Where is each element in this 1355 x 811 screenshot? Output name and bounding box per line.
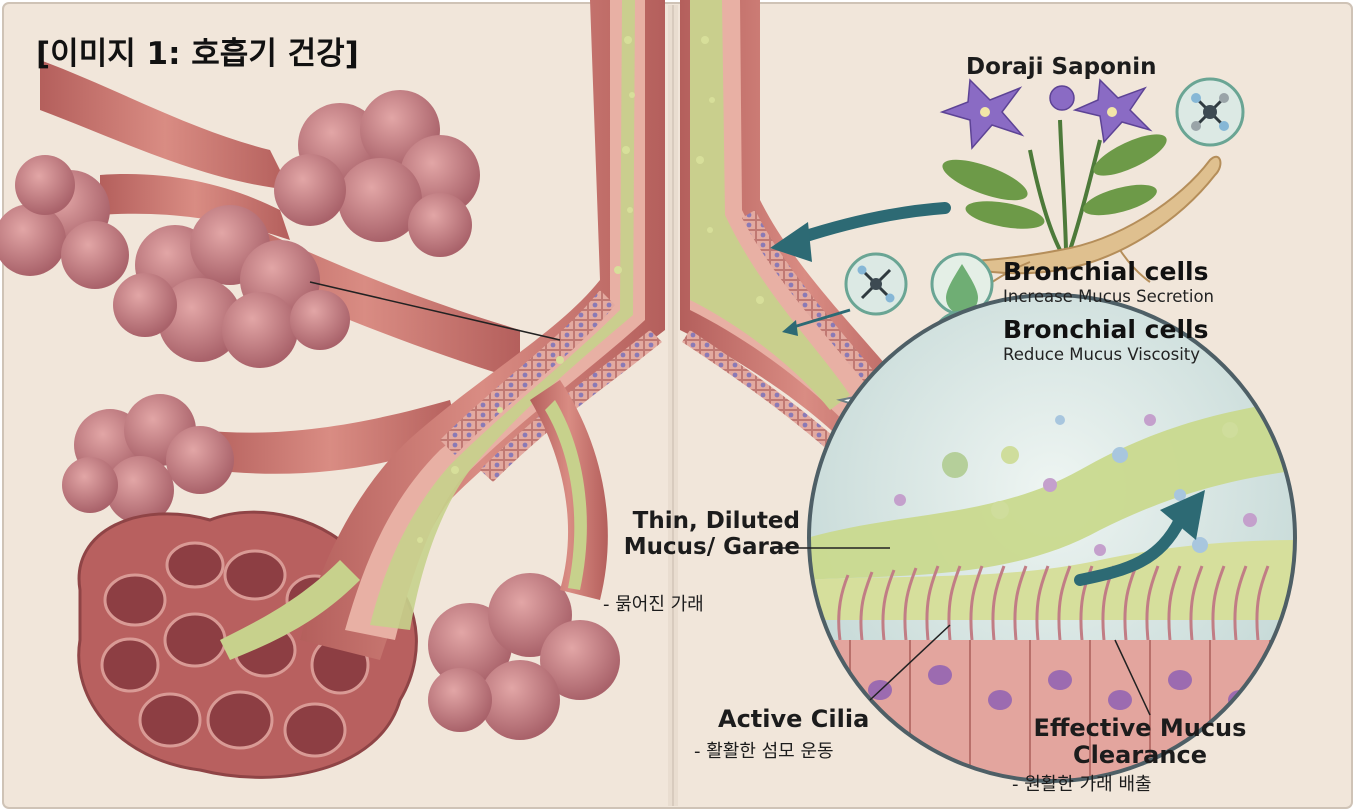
clearance-korean: - 원활한 가래 배출 [1012, 774, 1152, 795]
thin-mucus-korean: - 묽어진 가래 [603, 594, 704, 615]
effect-1-heading: Bronchial cells [1003, 257, 1209, 286]
molecule-icon [844, 252, 908, 316]
curved-arrow-icon [770, 202, 951, 262]
lower-bronchioles [220, 380, 608, 660]
effect-1-detail: Increase Mucus Secretion [1003, 287, 1215, 306]
active-cilia-korean: - 활활한 섬모 운동 [694, 741, 834, 762]
effect-2-detail: Reduce Mucus Viscosity [1003, 345, 1201, 364]
alveoli-pointer-line [309, 281, 561, 341]
molecule-icon [1175, 77, 1245, 147]
page-title: [이미지 1: 호흡기 건강] [36, 36, 359, 72]
alveoli-clusters [0, 90, 620, 740]
clearance-pointer-line [1114, 639, 1151, 716]
active-cilia-label: Active Cilia [718, 705, 870, 733]
thin-mucus-label: Thin, Diluted Mucus/ Garae [623, 508, 800, 560]
clearance-label: Effective Mucus Clearance [1033, 714, 1247, 769]
effect-2-heading: Bronchial cells [1003, 315, 1209, 344]
right-bronchus [680, 0, 930, 480]
saponin-label: Doraji Saponin [966, 54, 1157, 80]
cilia-pointer-line [869, 624, 951, 701]
